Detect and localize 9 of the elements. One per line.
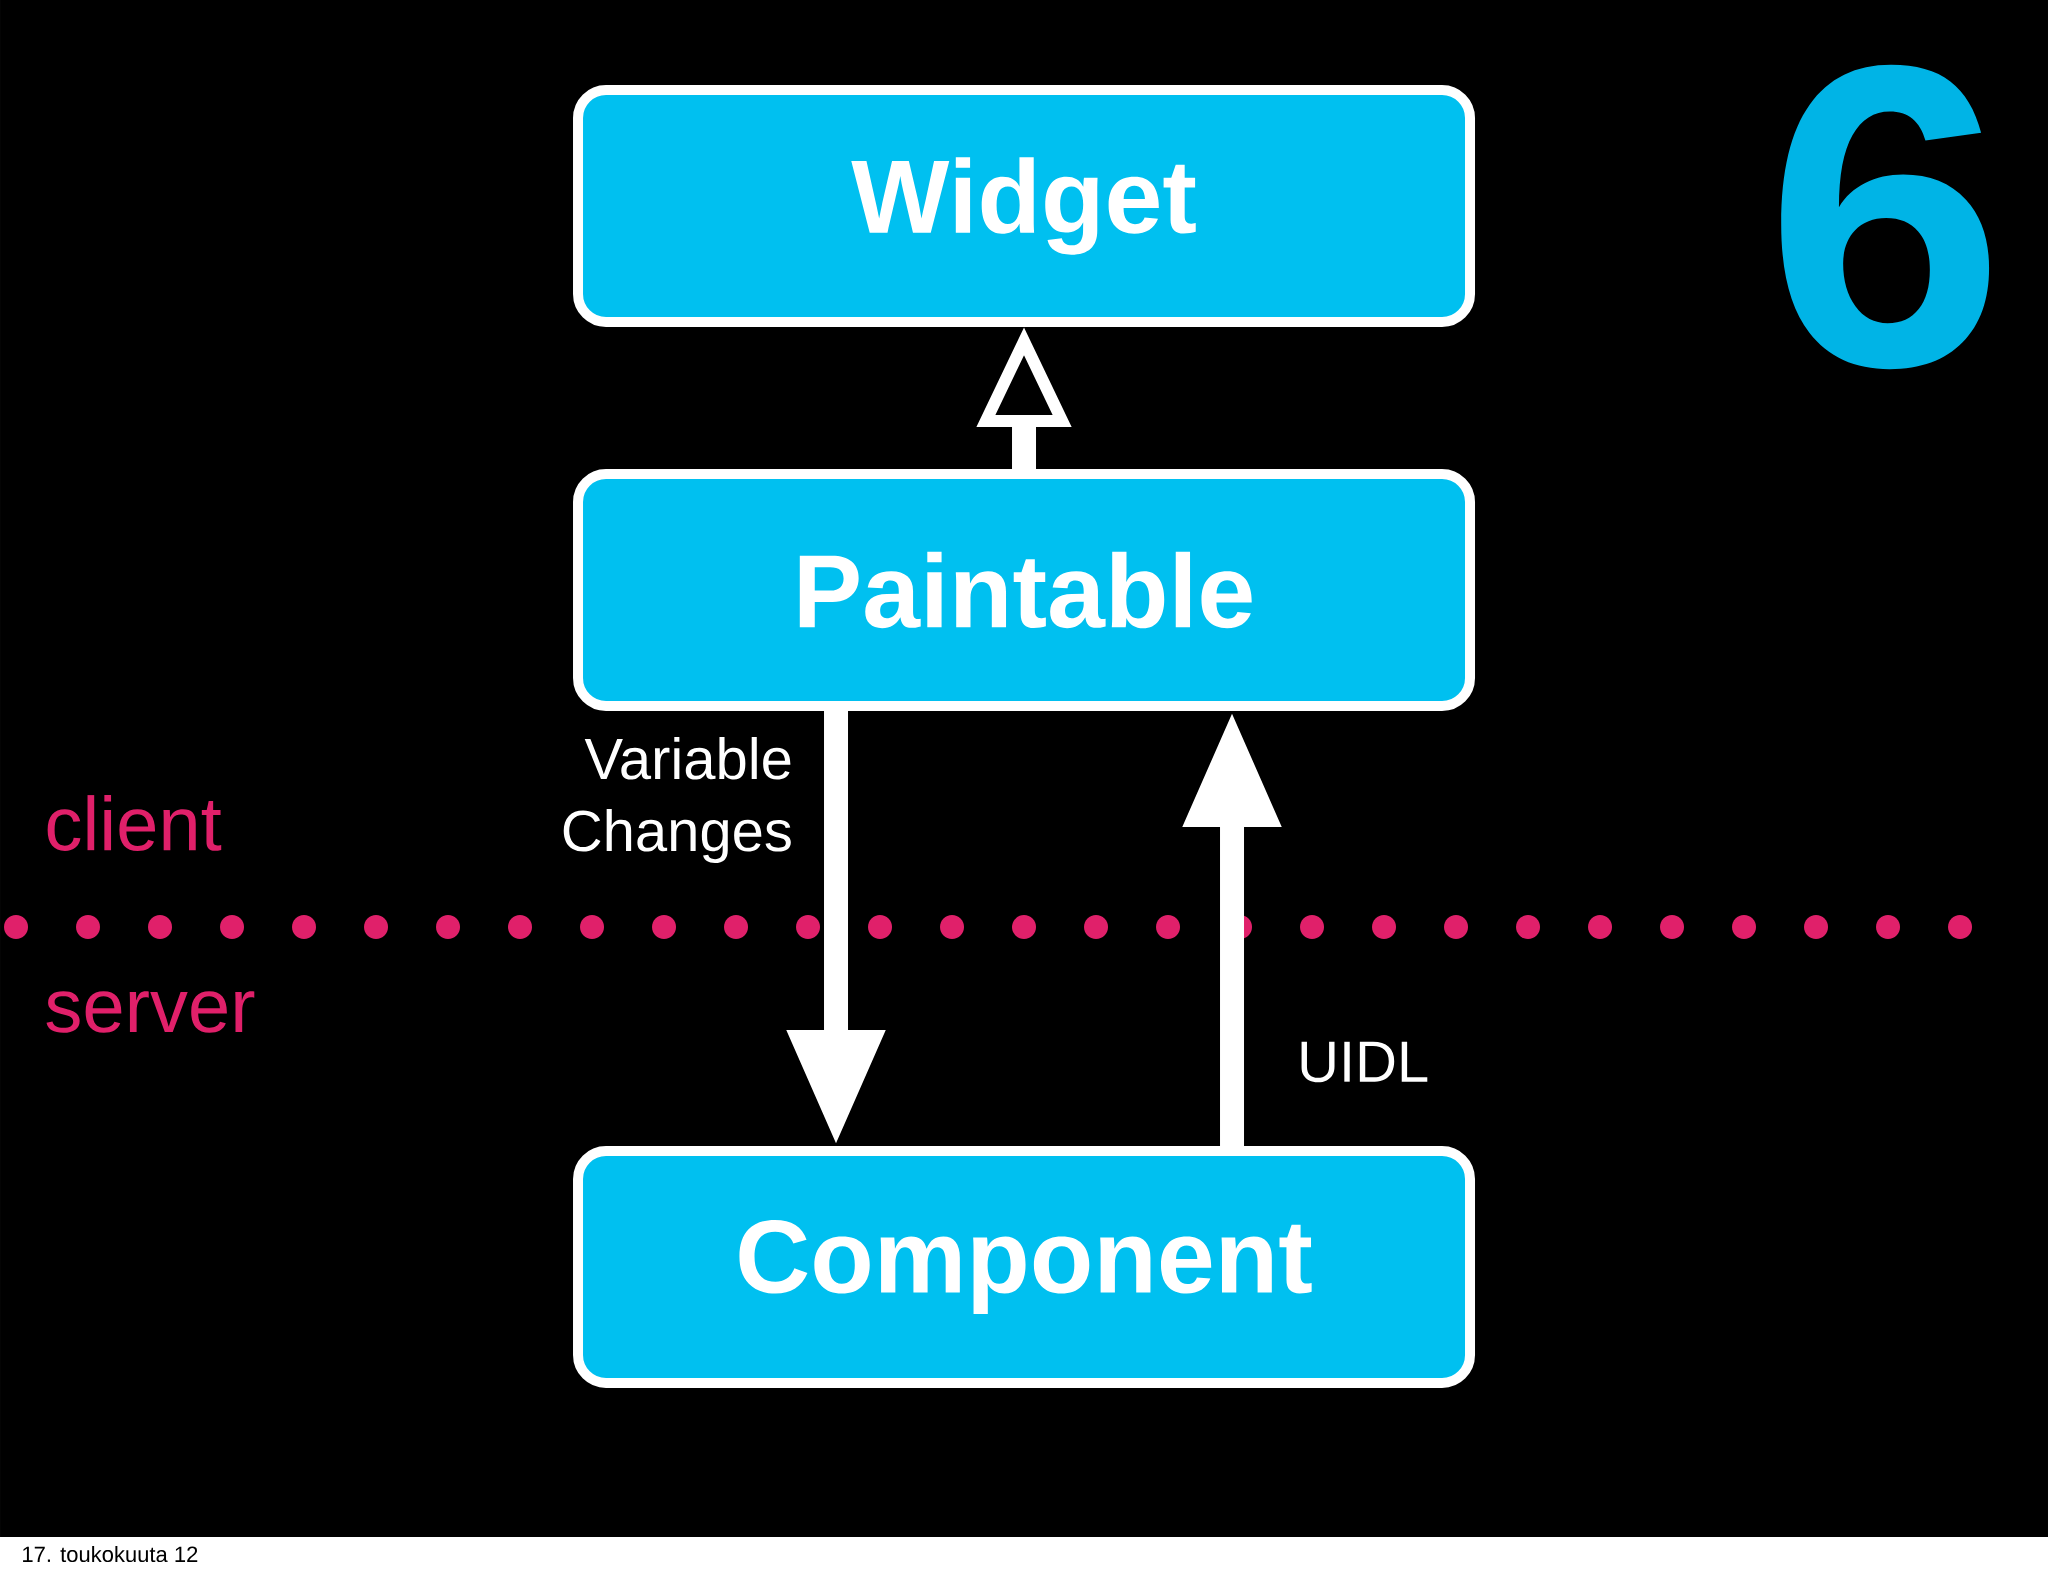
edge-label: Variable Changes	[563, 737, 791, 864]
class-box: Paintable	[573, 469, 1475, 711]
date-footer: 17. toukokuuta 12	[23, 1545, 198, 1563]
class-box: Component	[573, 1146, 1475, 1388]
class-box: Widget	[573, 85, 1475, 327]
edge-label: UIDL	[1301, 1041, 1428, 1083]
slide-number: 6	[1781, 64, 1990, 370]
side-label: server	[46, 991, 255, 1033]
side-label: client	[47, 795, 222, 851]
